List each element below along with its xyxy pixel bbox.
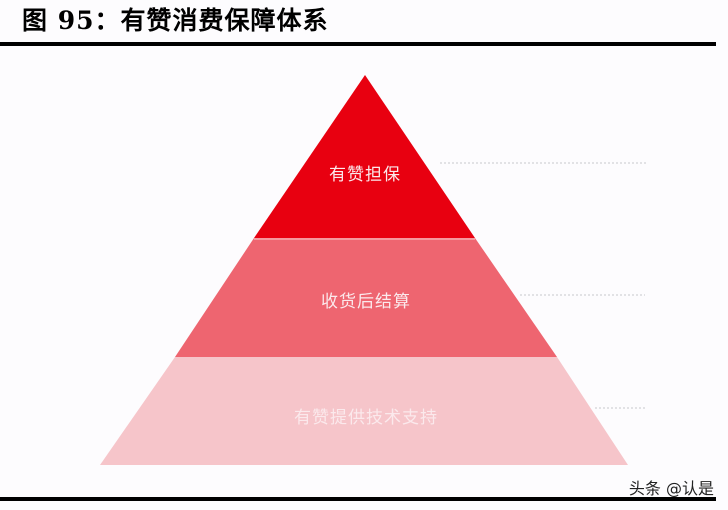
- pyramid-layer-top: [254, 75, 475, 238]
- watermark: 头条 @认是: [628, 479, 714, 498]
- layer-label-bottom: 有赞提供技术支持: [294, 408, 438, 428]
- pyramid-layer-middle: [175, 238, 557, 357]
- title-rule: [0, 42, 716, 46]
- layer-label-top: 有赞担保: [329, 165, 401, 185]
- bottom-rule: [0, 497, 716, 501]
- pyramid-layer-bottom: [100, 357, 628, 465]
- layer-label-middle: 收货后结算: [321, 292, 411, 312]
- figure-title: 图 95：有赞消费保障体系: [22, 6, 329, 35]
